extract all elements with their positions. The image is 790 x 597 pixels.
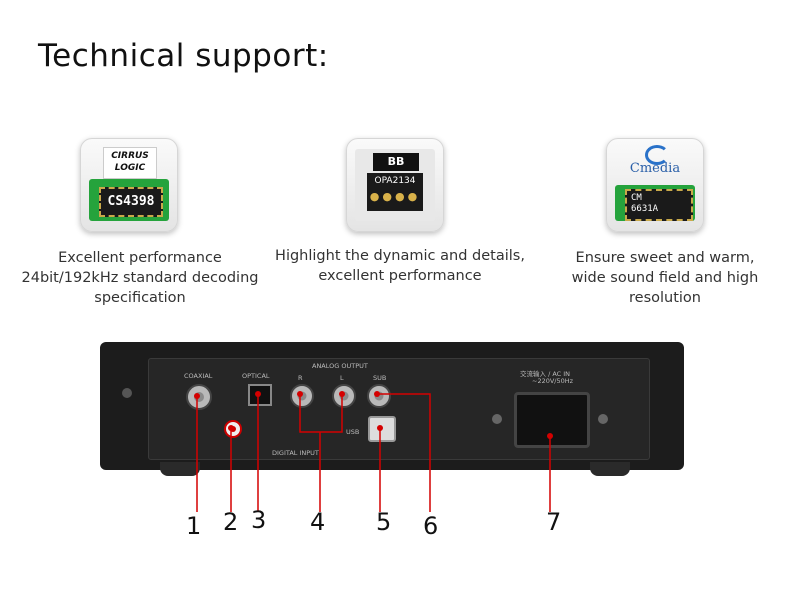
desc-line: specification [94,290,186,306]
callout-number-5: 5 [376,508,392,536]
callout-dot-2 [228,425,234,431]
usb-port[interactable] [368,416,396,442]
cmedia-pcb: CM 6631A [615,185,695,221]
cirrus-logo-line2: LOGIC [114,163,146,173]
cirrus-part-label: CS4398 [107,194,155,209]
callout-dot-1 [194,393,200,399]
cmedia-logo: Cmedia [629,161,681,176]
screw-left [122,388,132,398]
desc-line: Excellent performance [58,250,222,266]
callout-number-2: 2 [223,508,239,536]
digital-input-label: DIGITAL INPUT [272,449,319,457]
bb-part-label: OPA2134 [374,176,416,186]
cmedia-swirl-icon [645,145,669,165]
bb-chip-card: BB OPA2134 ●●●● [346,138,444,232]
usb-label: USB [346,428,360,436]
desc-line: Ensure sweet and warm, [575,250,755,266]
callout-dot-3 [255,391,261,397]
callout-dot-7 [547,433,553,439]
r-label: R [298,374,303,382]
ac-voltage-label: ~220V/50Hz [532,377,574,385]
desc-line: Highlight the dynamic and details, [275,248,525,264]
bb-logo-label: BB [387,155,405,168]
callout-dot-5 [377,425,383,431]
ac-in-label: 交流输入 / AC IN [520,370,571,378]
device-foot-right [590,462,630,476]
bb-pins: ●●●● [369,190,421,203]
cmedia-description: Ensure sweet and warm, wide sound field … [540,248,790,308]
cirrus-logo: CIRRUS LOGIC [103,147,157,179]
callout-number-3: 3 [251,506,267,534]
optical-label: OPTICAL [242,372,270,380]
desc-line: resolution [629,290,701,306]
desc-line: wide sound field and high [571,270,759,286]
bb-chip: OPA2134 ●●●● [367,173,423,211]
l-label: L [340,374,344,382]
bb-logo: BB [373,153,419,171]
callout-number-4: 4 [310,508,326,536]
analog-output-label: ANALOG OUTPUT [312,362,368,370]
cirrus-description: Excellent performance 24bit/192kHz stand… [10,248,270,308]
callout-line-6 [377,393,431,512]
callout-line-4 [299,394,343,433]
cirrus-chip: CS4398 [99,187,163,217]
bb-description: Highlight the dynamic and details, excel… [270,246,530,286]
bb-pcb: BB OPA2134 ●●●● [355,149,435,221]
coaxial-label: COAXIAL [184,372,213,380]
cmedia-chip: CM 6631A [625,189,693,221]
device-foot-left [160,462,200,476]
callout-dot-4a [297,391,303,397]
cmedia-chip-card: Cmedia CM 6631A [606,138,704,232]
callout-number-1: 1 [186,512,202,540]
sub-label: SUB [373,374,387,382]
cmedia-part-line1: CM [631,193,642,203]
cirrus-chip-card: CIRRUS LOGIC CS4398 [80,138,178,232]
callout-dot-4b [339,391,345,397]
ac-inlet-screw-left [492,414,502,424]
callout-number-7: 7 [546,508,562,536]
desc-line: excellent performance [318,268,482,284]
cirrus-pcb: CS4398 [89,179,169,221]
ac-inlet[interactable] [514,392,590,448]
callout-dot-6 [374,391,380,397]
ac-inlet-screw-right [598,414,608,424]
cirrus-logo-line1: CIRRUS [111,151,149,161]
page-title: Technical support: [38,38,329,74]
cmedia-part-line2: 6631A [631,204,659,214]
desc-line: 24bit/192kHz standard decoding [21,270,259,286]
callout-number-6: 6 [423,512,439,540]
